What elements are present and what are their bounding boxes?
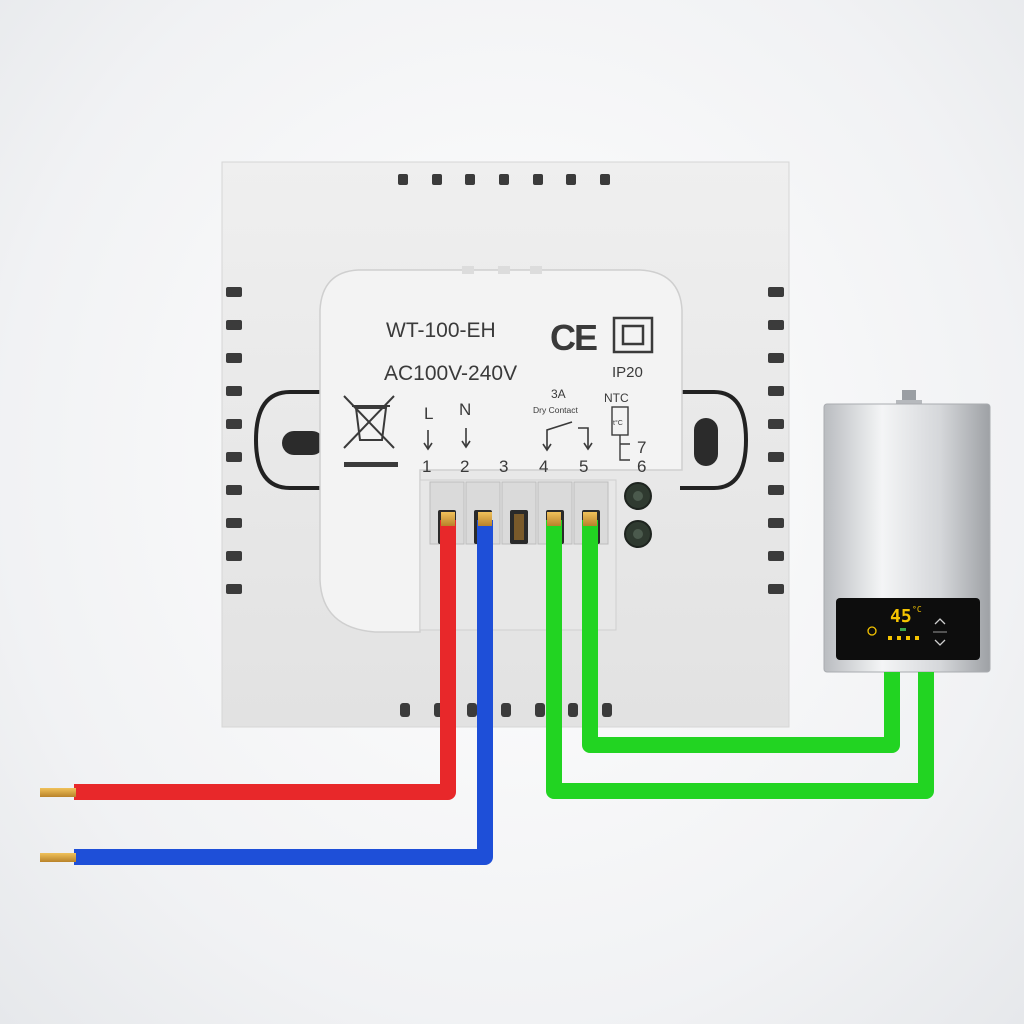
terminal-number-4: 4 bbox=[539, 457, 548, 476]
terminal-number-1: 1 bbox=[422, 457, 431, 476]
ntc-terminal-6: 6 bbox=[637, 457, 646, 476]
relay-contact-icon bbox=[542, 421, 593, 452]
water-heater: 45 °C bbox=[823, 390, 991, 673]
left-mount-slot bbox=[253, 390, 330, 490]
thermometer-sensor-icon: t°C bbox=[611, 406, 630, 461]
relay-current: 3A bbox=[551, 387, 566, 401]
boiler-up-down-buttons[interactable] bbox=[933, 618, 947, 646]
neutral-wire bbox=[40, 512, 493, 865]
down-arrow-icon bbox=[423, 428, 471, 451]
left-vents bbox=[226, 287, 242, 594]
ntc-terminal-7: 7 bbox=[637, 438, 646, 457]
terminal-number-5: 5 bbox=[579, 457, 588, 476]
voltage-rating: AC100V-240V bbox=[384, 362, 517, 385]
contact-wire-outer bbox=[546, 512, 934, 799]
terminal-label-live: L bbox=[424, 404, 433, 423]
right-mount-slot bbox=[680, 390, 749, 490]
double-insulation-icon bbox=[612, 316, 654, 354]
boiler-display-panel bbox=[836, 598, 980, 660]
terminal-number-2: 2 bbox=[460, 457, 469, 476]
ip-rating: IP20 bbox=[612, 364, 643, 381]
relay-type: Dry Contact bbox=[533, 405, 579, 415]
weee-crossed-bin-icon bbox=[343, 395, 398, 467]
sensor-label: NTC bbox=[604, 391, 629, 405]
terminal-label-neutral: N bbox=[459, 400, 471, 419]
ce-mark-icon: CE bbox=[550, 317, 597, 358]
live-wire bbox=[40, 512, 456, 800]
sensor-symbol: t°C bbox=[613, 419, 623, 427]
boiler-power-icon[interactable] bbox=[867, 626, 877, 636]
boiler-temperature-unit: °C bbox=[912, 605, 922, 614]
bottom-vents bbox=[400, 703, 612, 717]
top-vents bbox=[398, 174, 610, 185]
boiler-status-icons bbox=[888, 628, 919, 640]
model-number: WT-100-EH bbox=[386, 319, 496, 342]
boiler-temperature: 45 bbox=[890, 606, 912, 627]
right-vents bbox=[768, 287, 784, 594]
contact-wire-inner bbox=[582, 512, 900, 753]
terminal-number-3: 3 bbox=[499, 457, 508, 476]
